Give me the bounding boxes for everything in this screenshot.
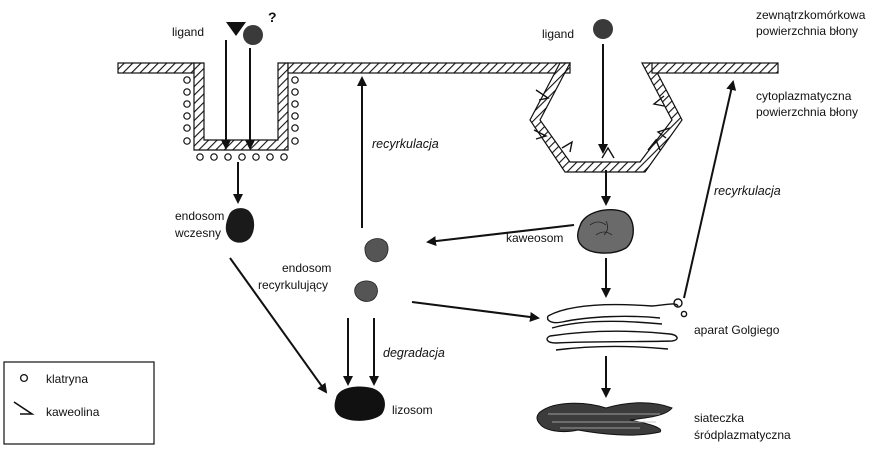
label-ligand-right: ligand	[542, 27, 574, 41]
legend-clathrin-label: klatryna	[46, 372, 88, 386]
caveosome-shape	[578, 210, 634, 253]
label-degradation: degradacja	[383, 346, 445, 360]
early-endosome-shape	[226, 208, 254, 243]
lysosome-shape	[335, 386, 385, 420]
arrows	[226, 40, 733, 396]
recycling-endosome-shape-2	[355, 281, 378, 301]
label-extracellular-2: powierzchnia błony	[756, 24, 858, 38]
label-recycling-right: recyrkulacja	[714, 184, 781, 198]
ligand-circle-right	[593, 19, 613, 39]
golgi-apparatus-shape	[547, 299, 687, 350]
label-ligand-left: ligand	[172, 25, 204, 39]
arrow-endosome-to-golgi	[412, 302, 538, 318]
label-cytoplasmic-2: powierzchnia błony	[756, 105, 858, 119]
label-extracellular-1: zewnątrzkomórkowa	[756, 8, 866, 22]
legend-caveolin-label: kaweolina	[46, 405, 100, 419]
clathrin-coated-pit	[194, 63, 288, 150]
label-lysosome: lizosom	[392, 403, 433, 417]
label-golgi: aparat Golgiego	[694, 323, 780, 337]
ligand-circle-left	[243, 25, 263, 45]
label-caveosome: kaweosom	[506, 231, 563, 245]
label-recycling-endosome-2: recyrkulujący	[258, 278, 328, 292]
ligand-triangle	[226, 22, 246, 36]
caveolar-pit	[530, 63, 682, 172]
legend: klatryna kaweolina	[4, 362, 154, 444]
label-er-2: śródplazmatyczna	[694, 428, 791, 442]
label-cytoplasmic-1: cytoplazmatyczna	[756, 89, 852, 103]
endoplasmic-reticulum-shape	[537, 403, 672, 435]
label-early-endosome-2: wczesny	[174, 226, 221, 240]
label-recycling-endosome-1: endosom	[282, 261, 331, 275]
label-question-mark: ?	[268, 9, 277, 25]
clathrin-legend-icon	[21, 375, 28, 382]
recycling-endosome-shape-1	[365, 239, 388, 262]
label-early-endosome-1: endosom	[175, 209, 224, 223]
label-recycling-left: recyrkulacja	[372, 137, 439, 151]
label-er-1: siateczka	[694, 411, 744, 425]
